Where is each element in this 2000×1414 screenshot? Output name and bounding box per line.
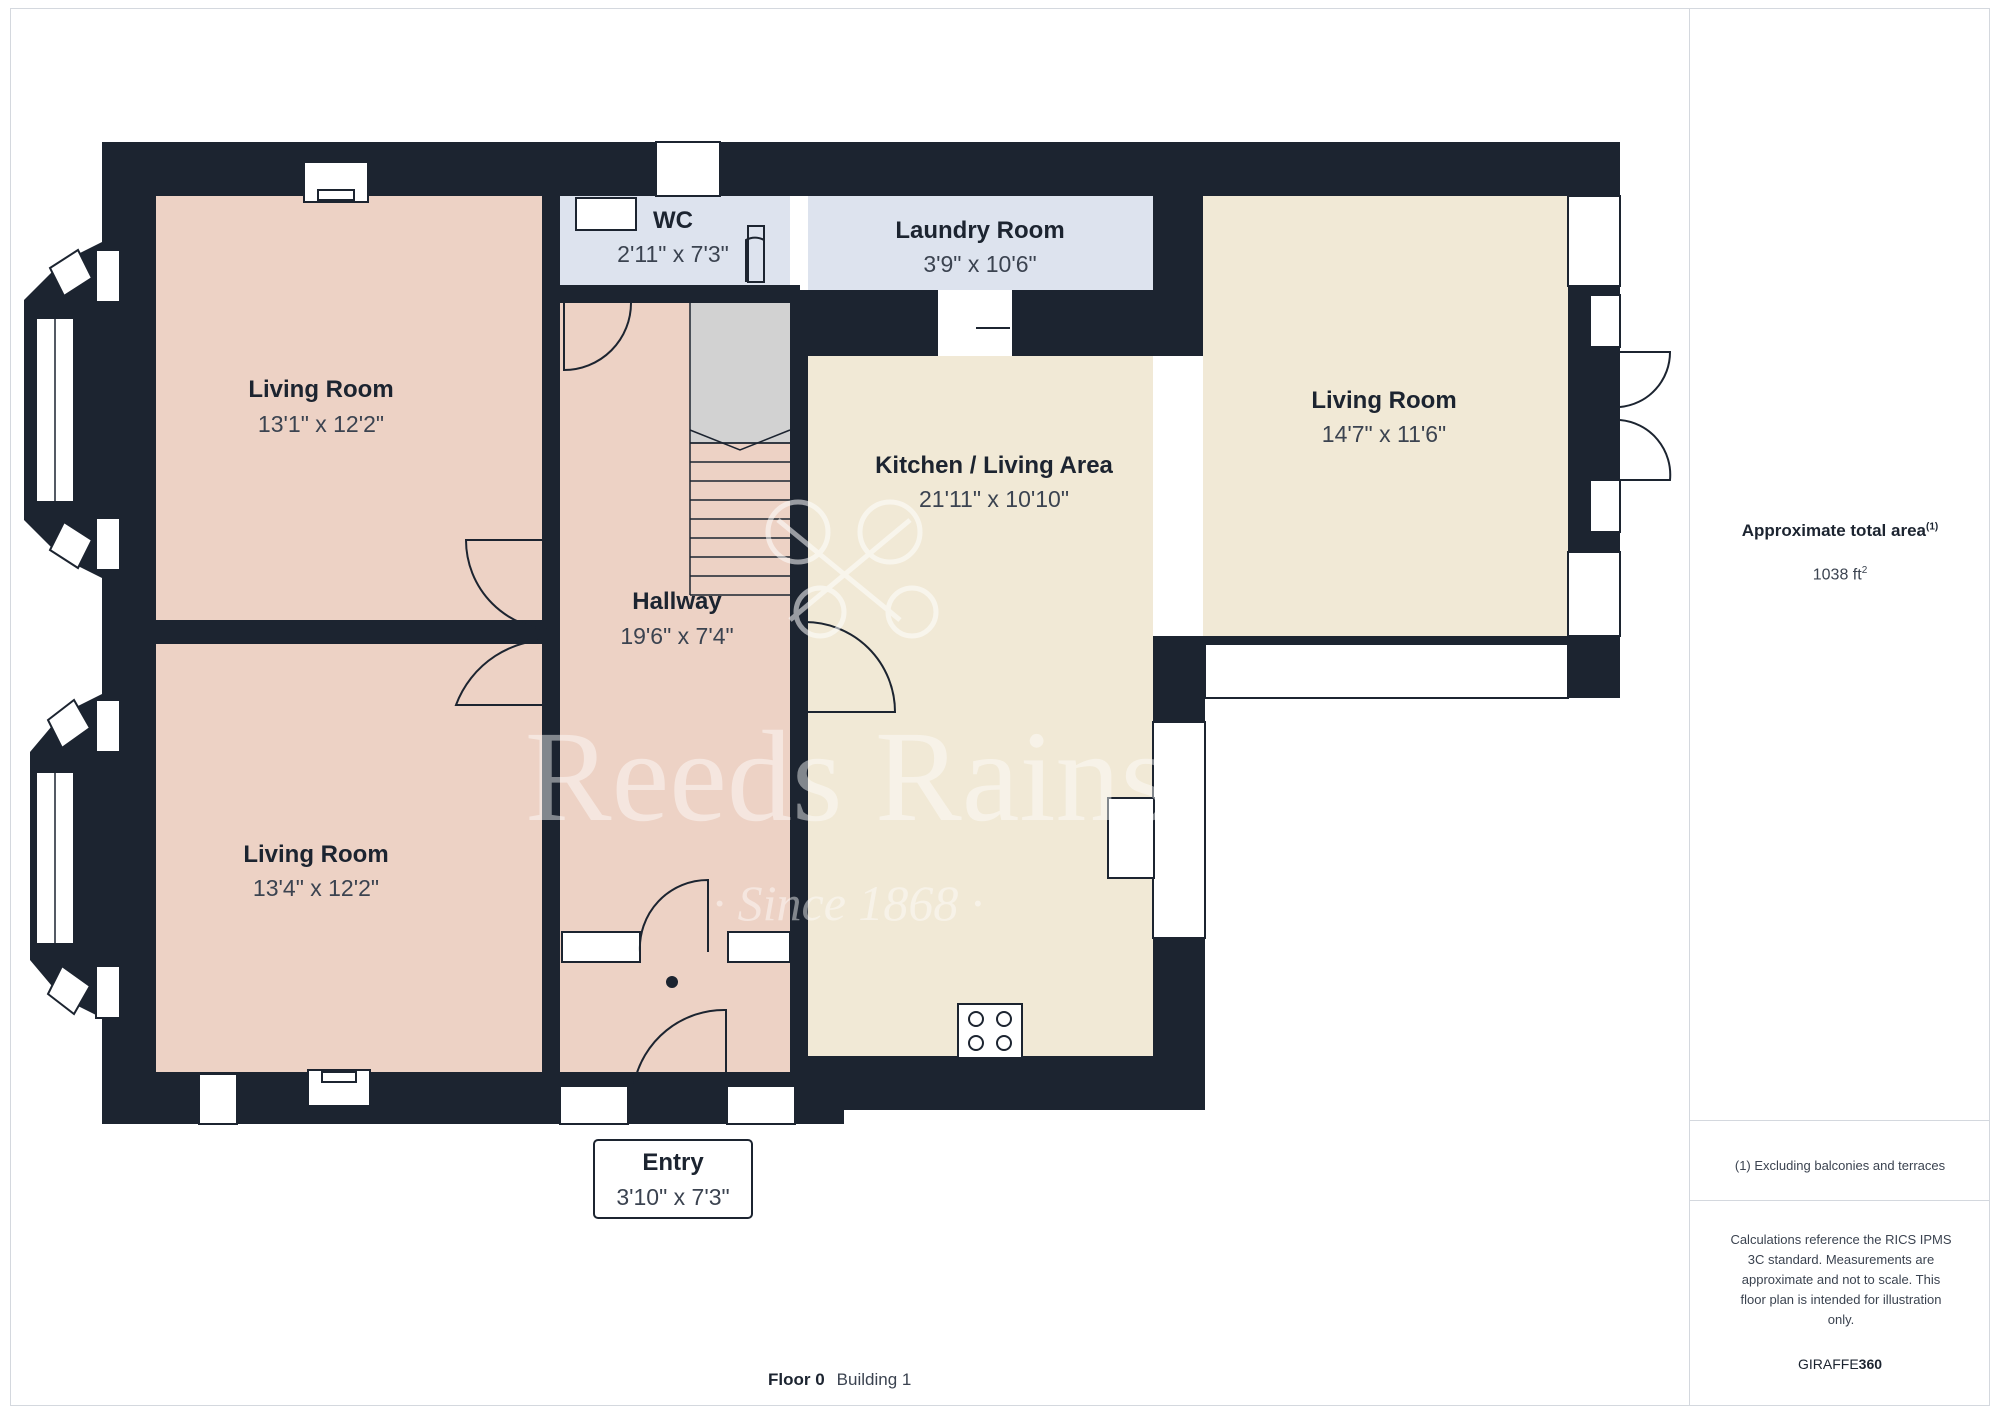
floor-name: Floor 0: [768, 1370, 825, 1389]
fixtures: [575, 197, 1155, 1059]
building-name: Building 1: [836, 1370, 912, 1389]
area-title: Approximate total area(1): [1690, 521, 1990, 541]
room-name-wc: WC: [653, 207, 693, 234]
entry-label-box: [593, 1139, 753, 1219]
room-dim-living-3: 14'7" x 11'6": [1322, 421, 1446, 447]
floor-caption: Floor 0 Building 1: [768, 1370, 911, 1390]
room-living-1-fill: [156, 196, 542, 620]
room-name-entry: Entry: [642, 1149, 704, 1176]
footnote: (1) Excluding balconies and terraces: [1734, 1158, 1946, 1173]
bay-window-living-2: [30, 694, 121, 1019]
area-value-text: 1038 ft: [1812, 566, 1862, 584]
divider: [1690, 1200, 1990, 1201]
page-frame: [10, 8, 1990, 1406]
room-name-kitchen: Kitchen / Living Area: [875, 452, 1113, 479]
room-name-living-1: Living Room: [248, 376, 393, 403]
windows: [198, 141, 1621, 1125]
room-living-2-fill: [156, 644, 542, 1072]
room-dim-living-2: 13'4" x 12'2": [253, 875, 379, 901]
area-title-text: Approximate total area: [1741, 521, 1926, 540]
room-name-hallway: Hallway: [632, 588, 722, 615]
brand-light: GIRAFFE: [1797, 1356, 1859, 1372]
divider: [1690, 1120, 1990, 1121]
brand-logo: GIRAFFE360: [1690, 1356, 1990, 1372]
bay-window-living-1: [24, 242, 121, 578]
room-dim-laundry: 3'9" x 10'6": [923, 251, 1036, 277]
room-living-3-fill: [1203, 196, 1568, 636]
room-kitchen-fill: [808, 356, 1153, 1056]
area-value: 1038 ft2: [1690, 565, 1990, 584]
room-name-living-2: Living Room: [243, 841, 388, 868]
watermark-tagline: · Since 1868 ·: [713, 875, 984, 931]
room-dim-kitchen: 21'11" x 10'10": [919, 486, 1069, 512]
doors: [454, 225, 1672, 1085]
stairs-fill: [690, 303, 790, 443]
room-dim-entry: 3'10" x 7'3": [616, 1184, 729, 1210]
summary-panel: Approximate total area(1) 1038 ft2 (1) E…: [1689, 8, 1990, 1406]
room-dim-hallway: 19'6" x 7'4": [620, 623, 733, 649]
room-name-laundry: Laundry Room: [895, 217, 1064, 244]
watermark-name: Reeds Rains: [525, 705, 1171, 849]
room-laundry-fill: [808, 196, 1153, 290]
area-unit-sup: 2: [1861, 565, 1868, 576]
keys-logo-icon: [765, 499, 939, 639]
disclaimer: Calculations reference the RICS IPMS 3C …: [1730, 1232, 1952, 1327]
brand-bold: 360: [1858, 1356, 1883, 1372]
room-dim-living-1: 13'1" x 12'2": [258, 411, 384, 437]
room-name-living-3: Living Room: [1311, 387, 1456, 414]
room-dim-wc: 2'11" x 7'3": [617, 241, 729, 267]
watermark: Reeds Rains · Since 1868 ·: [525, 499, 1171, 931]
area-note-marker: (1): [1926, 521, 1939, 533]
